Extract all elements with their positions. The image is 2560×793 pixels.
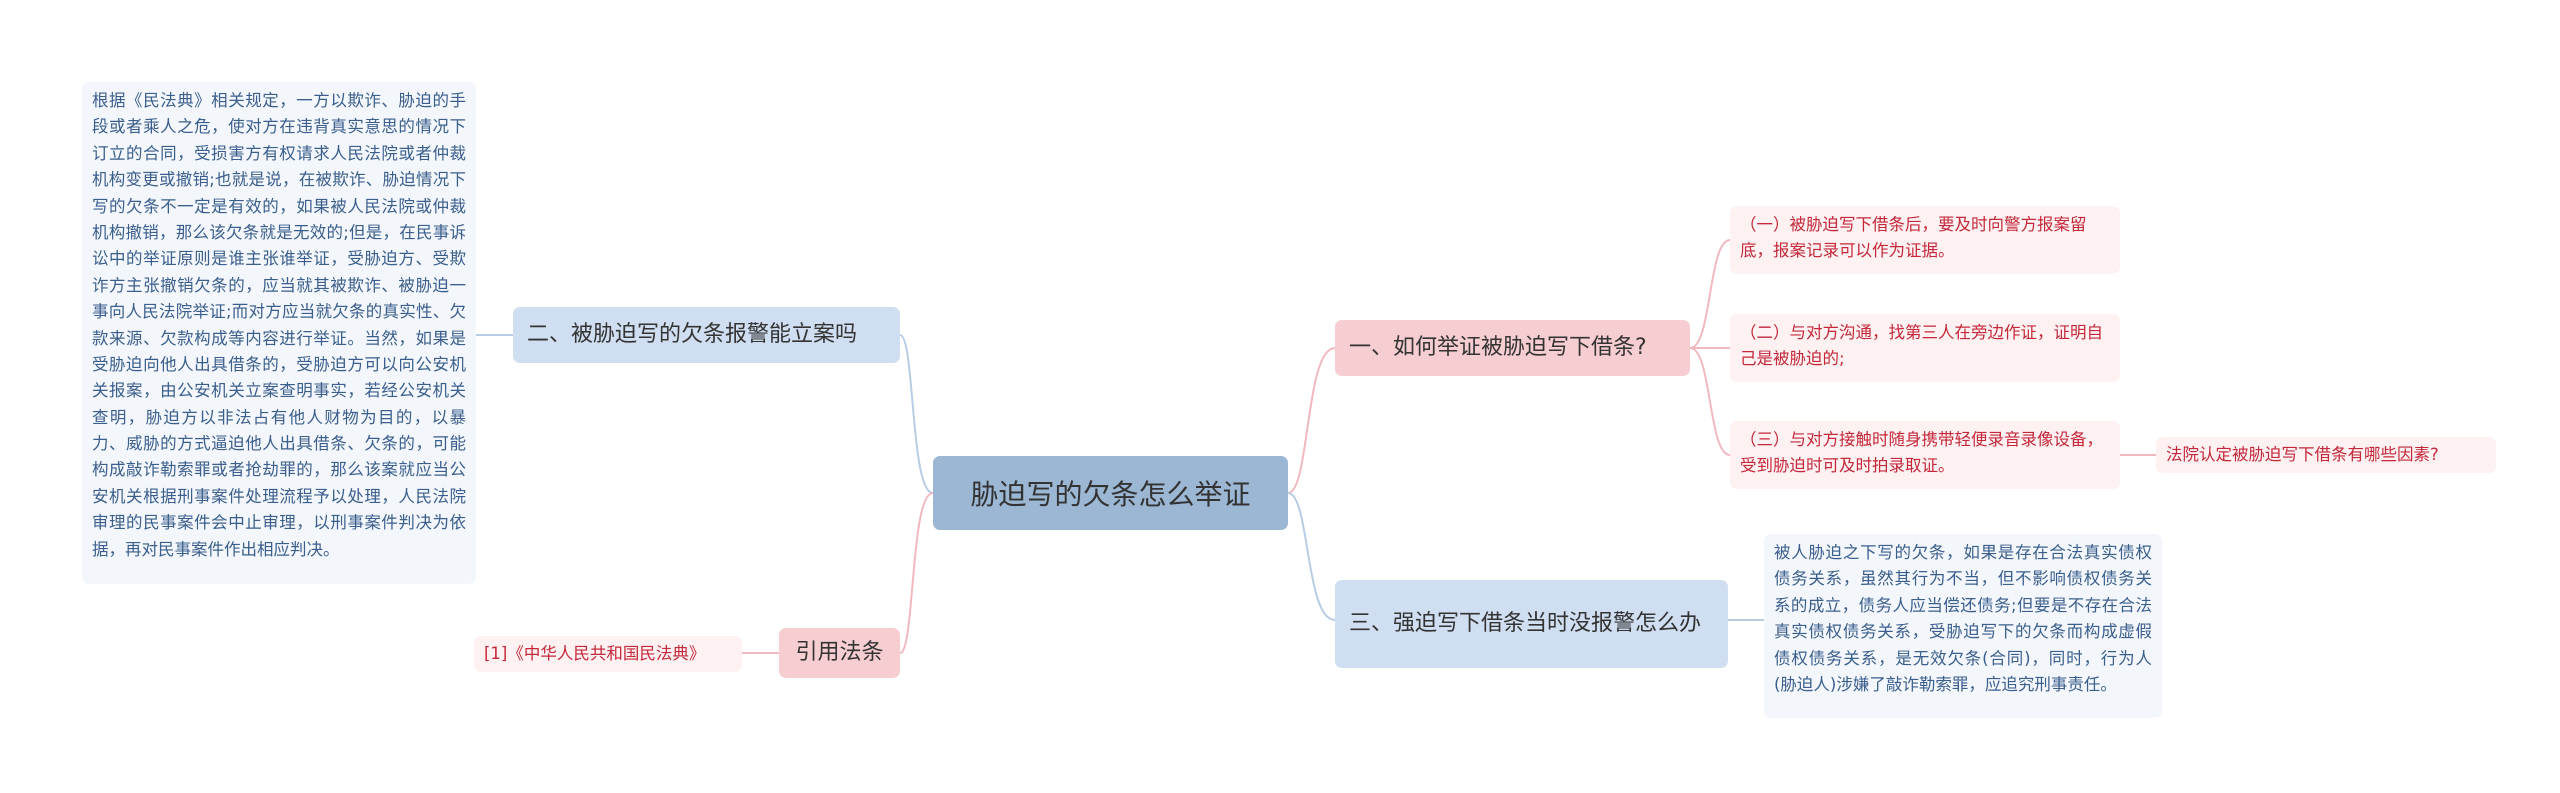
root-title: 胁迫写的欠条怎么举证 (970, 478, 1251, 511)
branch-node-1[interactable]: 一、如何举证被胁迫写下借条? (1335, 320, 1690, 376)
branch-node-1-child-3-text: （三）与对方接触时随身携带轻便录音录像设备，受到胁迫时可及时拍录取证。 (1740, 430, 2103, 476)
branch-node-1-child-2[interactable]: （二）与对方沟通，找第三人在旁边作证，证明自己是被胁迫的; (1730, 314, 2120, 382)
branch-node-1-grandchild-text: 法院认定被胁迫写下借条有哪些因素? (2166, 444, 2439, 464)
branch-node-2[interactable]: 二、被胁迫写的欠条报警能立案吗 (513, 307, 900, 363)
branch-node-1-child-2-text: （二）与对方沟通，找第三人在旁边作证，证明自己是被胁迫的; (1740, 323, 2103, 369)
connector-root-node1 (1287, 347, 1336, 494)
branch-node-law-label: 引用法条 (795, 640, 884, 666)
branch-node-1-label: 一、如何举证被胁迫写下借条? (1349, 335, 1647, 361)
connector-node1-child1 (1689, 239, 1731, 349)
connector-node1-child3 (1689, 347, 1731, 456)
connector-root-law (899, 492, 934, 654)
branch-node-2-detail[interactable]: 根据《民法典》相关规定，一方以欺诈、胁迫的手段或者乘人之危，使对方在违背真实意思… (82, 82, 476, 584)
branch-node-3-label: 三、强迫写下借条当时没报警怎么办 (1349, 611, 1702, 637)
branch-node-3-detail-text: 被人胁迫之下写的欠条，如果是存在合法真实债权债务关系，虽然其行为不当，但不影响债… (1774, 543, 2152, 694)
branch-node-law-detail-text: [1]《中华人民共和国民法典》 (484, 643, 706, 663)
branch-node-1-grandchild[interactable]: 法院认定被胁迫写下借条有哪些因素? (2156, 437, 2496, 473)
branch-node-2-label: 二、被胁迫写的欠条报警能立案吗 (527, 322, 858, 348)
branch-node-1-child-3[interactable]: （三）与对方接触时随身携带轻便录音录像设备，受到胁迫时可及时拍录取证。 (1730, 421, 2120, 489)
connector-root-node2 (899, 334, 934, 494)
branch-node-2-detail-text: 根据《民法典》相关规定，一方以欺诈、胁迫的手段或者乘人之危，使对方在违背真实意思… (92, 91, 466, 559)
branch-node-3-detail[interactable]: 被人胁迫之下写的欠条，如果是存在合法真实债权债务关系，虽然其行为不当，但不影响债… (1764, 534, 2162, 718)
branch-node-1-child-1-text: （一）被胁迫写下借条后，要及时向警方报案留底，报案记录可以作为证据。 (1740, 215, 2087, 261)
root-node[interactable]: 胁迫写的欠条怎么举证 (933, 456, 1288, 530)
branch-node-law[interactable]: 引用法条 (779, 628, 900, 678)
branch-node-1-child-1[interactable]: （一）被胁迫写下借条后，要及时向警方报案留底，报案记录可以作为证据。 (1730, 206, 2120, 274)
branch-node-law-detail[interactable]: [1]《中华人民共和国民法典》 (474, 636, 742, 672)
connector-root-node3 (1287, 492, 1336, 621)
branch-node-3[interactable]: 三、强迫写下借条当时没报警怎么办 (1335, 580, 1728, 668)
